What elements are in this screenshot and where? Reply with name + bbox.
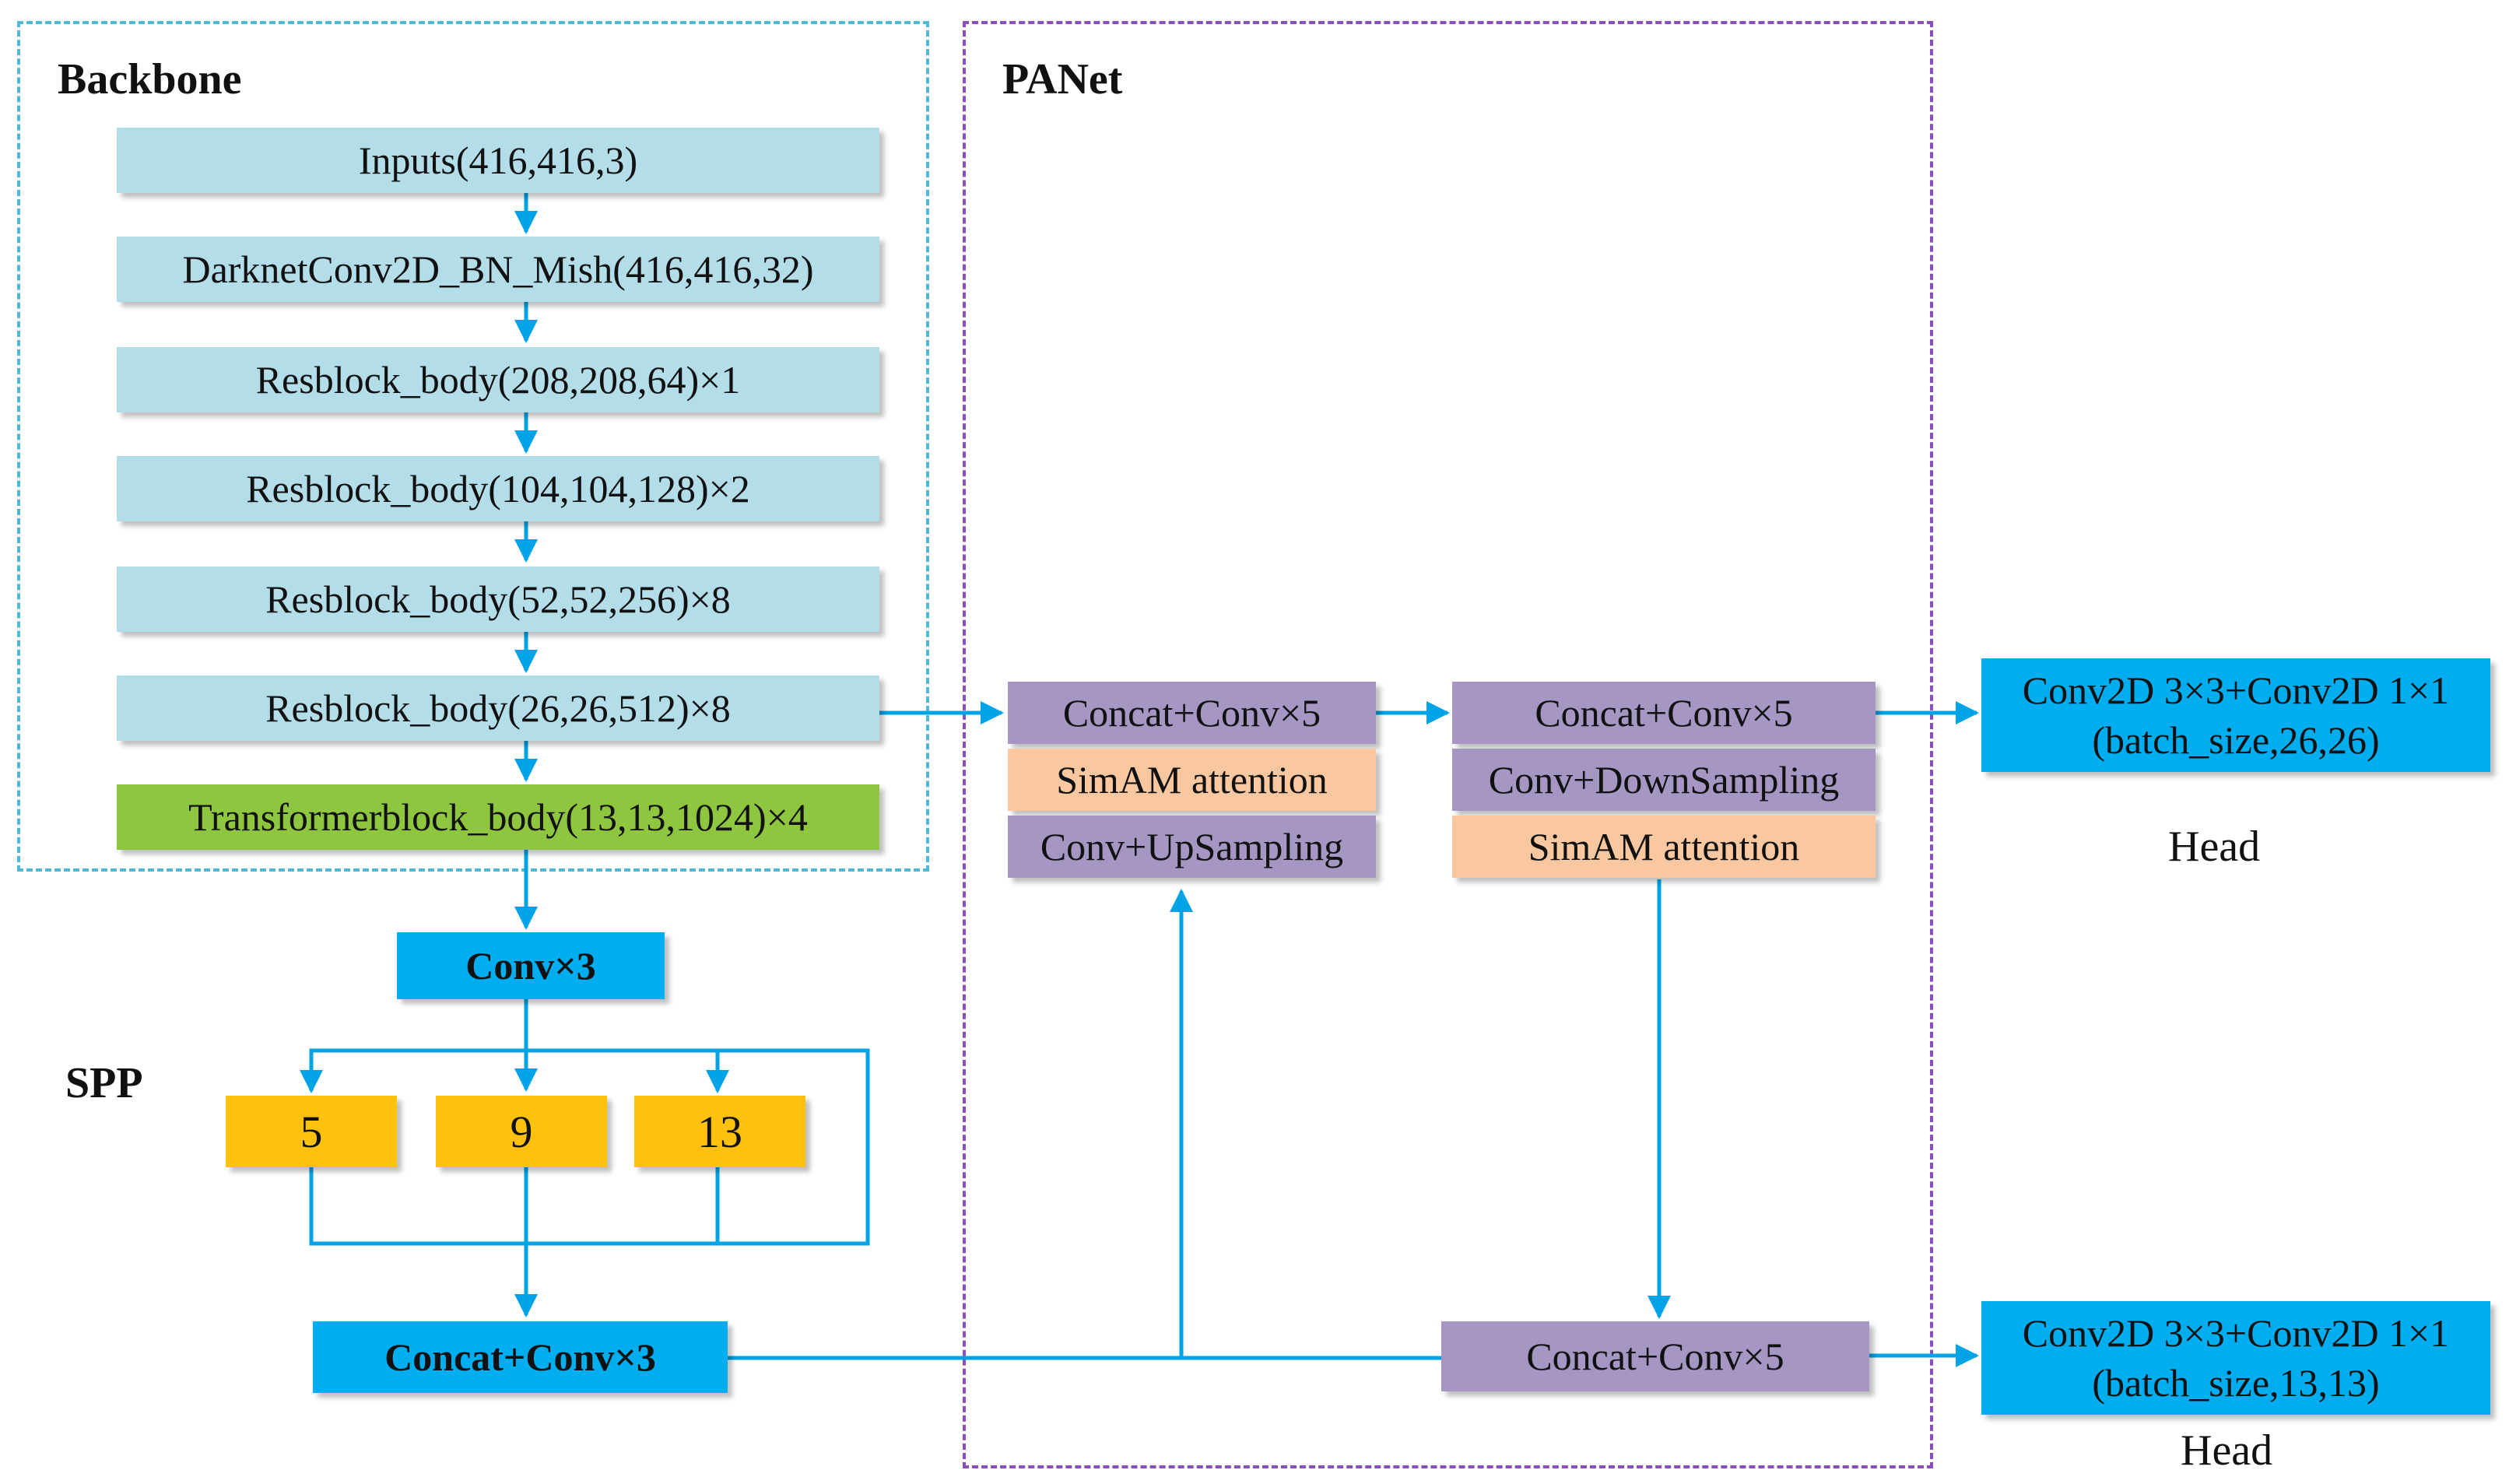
transformer-block: Transformerblock_body(13,13,1024)×4 (117, 784, 879, 850)
panet-region (963, 21, 1933, 1468)
conv-x3-block: Conv×3 (397, 932, 665, 999)
head-13-line2: (batch_size,13,13) (2092, 1361, 2380, 1405)
head-26-block: Conv2D 3×3+Conv2D 1×1 (batch_size,26,26) (1981, 658, 2490, 772)
panet-upsampling-block: Conv+UpSampling (1008, 816, 1376, 878)
resblock-52-block: Resblock_body(52,52,256)×8 (117, 567, 879, 632)
inputs-block: Inputs(416,416,3) (117, 128, 879, 193)
panet-up-concat-block: Concat+Conv×5 (1008, 682, 1376, 744)
head-26-line1: Conv2D 3×3+Conv2D 1×1 (2022, 668, 2450, 712)
maxpool-5-block: 5 (226, 1096, 397, 1167)
resblock-26-block: Resblock_body(26,26,512)×8 (117, 675, 879, 741)
panet-bottom-concat-block: Concat+Conv×5 (1441, 1321, 1869, 1391)
head-26-label: Head (2168, 823, 2261, 871)
head-13-line1: Conv2D 3×3+Conv2D 1×1 (2022, 1311, 2450, 1355)
panet-down-simam-block: SimAM attention (1452, 816, 1876, 878)
panet-up-simam-block: SimAM attention (1008, 749, 1376, 811)
concat-conv-x3-block: Concat+Conv×3 (313, 1321, 728, 1393)
panet-title: PANet (1002, 55, 1123, 103)
resblock-104-block: Resblock_body(104,104,128)×2 (117, 456, 879, 521)
backbone-region (17, 21, 929, 872)
maxpool-13-block: 13 (634, 1096, 805, 1167)
head-26-line2: (batch_size,26,26) (2092, 718, 2380, 762)
head-13-block: Conv2D 3×3+Conv2D 1×1 (batch_size,13,13) (1981, 1301, 2490, 1415)
resblock-208-block: Resblock_body(208,208,64)×1 (117, 347, 879, 412)
panet-downsampling-block: Conv+DownSampling (1452, 749, 1876, 811)
maxpool-9-block: 9 (436, 1096, 607, 1167)
head-13-label: Head (2181, 1426, 2273, 1475)
panet-down-concat-block: Concat+Conv×5 (1452, 682, 1876, 744)
backbone-title: Backbone (58, 55, 242, 103)
spp-title: SPP (65, 1059, 143, 1107)
darknet-conv-block: DarknetConv2D_BN_Mish(416,416,32) (117, 237, 879, 302)
